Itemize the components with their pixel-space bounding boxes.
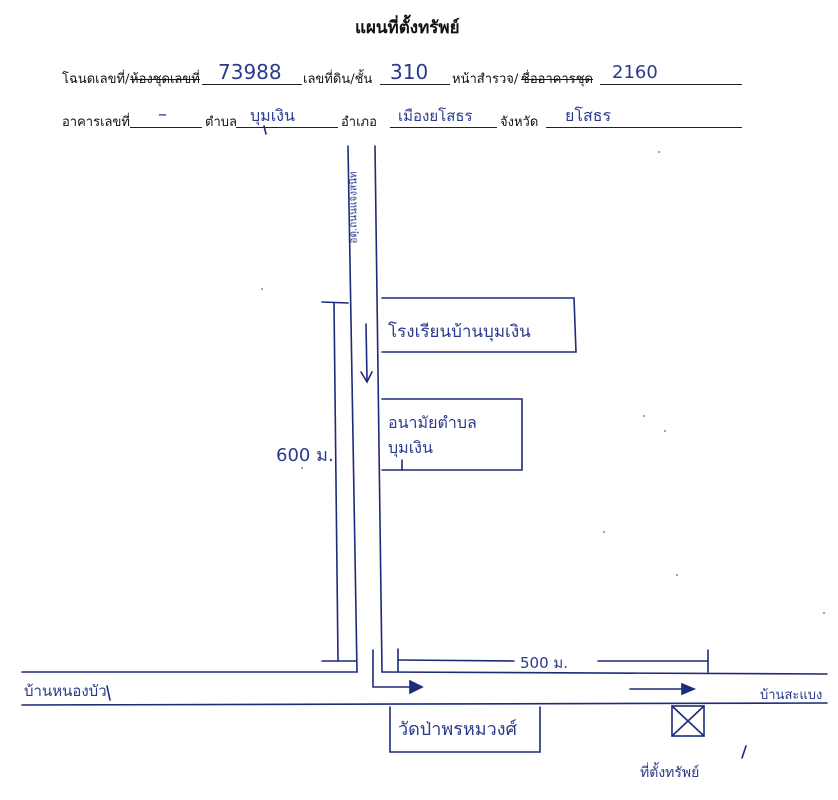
property-label: ที่ตั้งทรัพย์ (640, 765, 700, 781)
vertical-road-right-edge (374, 145, 383, 673)
left-end-tick (106, 685, 111, 701)
land-no-label: เลขที่ดิน/ชั้น (303, 72, 373, 87)
horizontal-road-top-edge-right (381, 671, 828, 675)
school-box (381, 297, 577, 353)
subdistrict-value: บุมเงิน (250, 106, 295, 125)
building-no-value: – (158, 104, 167, 125)
vertical-distance-line (333, 302, 339, 662)
vertical-distance-label: 600 ม. (276, 445, 334, 466)
title-deed-underline (202, 84, 302, 85)
province-underline (546, 127, 742, 128)
turn-arrowhead (409, 679, 424, 695)
building-no-label: อาคารเลขที่ (62, 115, 130, 130)
vertical-road-label: อดุ.ถนนแจ้งสนิท (348, 171, 360, 244)
property-marker-cross (671, 705, 705, 737)
province-value: ยโสธร (565, 106, 612, 125)
land-no-underline (380, 84, 450, 85)
district-label: อำเภอ (341, 115, 377, 130)
horizontal-distance-line-left (397, 659, 515, 662)
condo-name-label: ชื่ออาคารชุด (521, 72, 593, 87)
province-label: จังหวัด (500, 115, 539, 130)
left-direction-label: บ้านหนองบัว (24, 682, 107, 700)
right-direction-label: บ้านสะแบง (760, 688, 823, 703)
vertical-road-left-edge (347, 145, 358, 673)
health-center-label-line2: บุมเงิน (388, 438, 433, 457)
page-title: แผนที่ตั้งทรัพย์ (355, 18, 460, 38)
building-no-underline (130, 127, 202, 128)
school-down-arrow (365, 323, 368, 381)
subdistrict-label: ตำบล (205, 115, 237, 130)
temple-label: วัดป่าพรหมวงศ์ (398, 719, 517, 740)
district-value: เมืองยโสธร (398, 107, 473, 125)
health-center-box (381, 398, 523, 471)
title-deed-label: โฉนดเลขที่/ (62, 72, 130, 87)
temple-box (389, 706, 541, 753)
vertical-distance-tick-top (321, 301, 349, 304)
land-no-value: 310 (390, 60, 429, 84)
property-label-tick (741, 745, 747, 759)
survey-page-underline (600, 84, 742, 85)
condo-unit-label: ห้องชุดเลขที่ (130, 72, 200, 87)
title-deed-value: 73988 (218, 60, 282, 84)
school-label: โรงเรียนบ้านบุมเงิน (388, 322, 531, 342)
school-down-arrowhead (360, 371, 373, 384)
right-arrowhead (681, 682, 697, 696)
survey-page-label: หน้าสำรวจ/ (452, 72, 519, 87)
horizontal-distance-label: 500 ม. (520, 654, 569, 672)
property-marker (671, 705, 705, 737)
horizontal-road-bottom-edge (21, 702, 828, 706)
turn-arrow (372, 649, 419, 688)
subdistrict-tick (263, 125, 267, 135)
survey-page-value: 2160 (612, 62, 658, 83)
health-center-label-line1: อนามัยตำบล (388, 413, 477, 432)
subdistrict-underline (236, 127, 338, 128)
district-underline (390, 127, 497, 128)
